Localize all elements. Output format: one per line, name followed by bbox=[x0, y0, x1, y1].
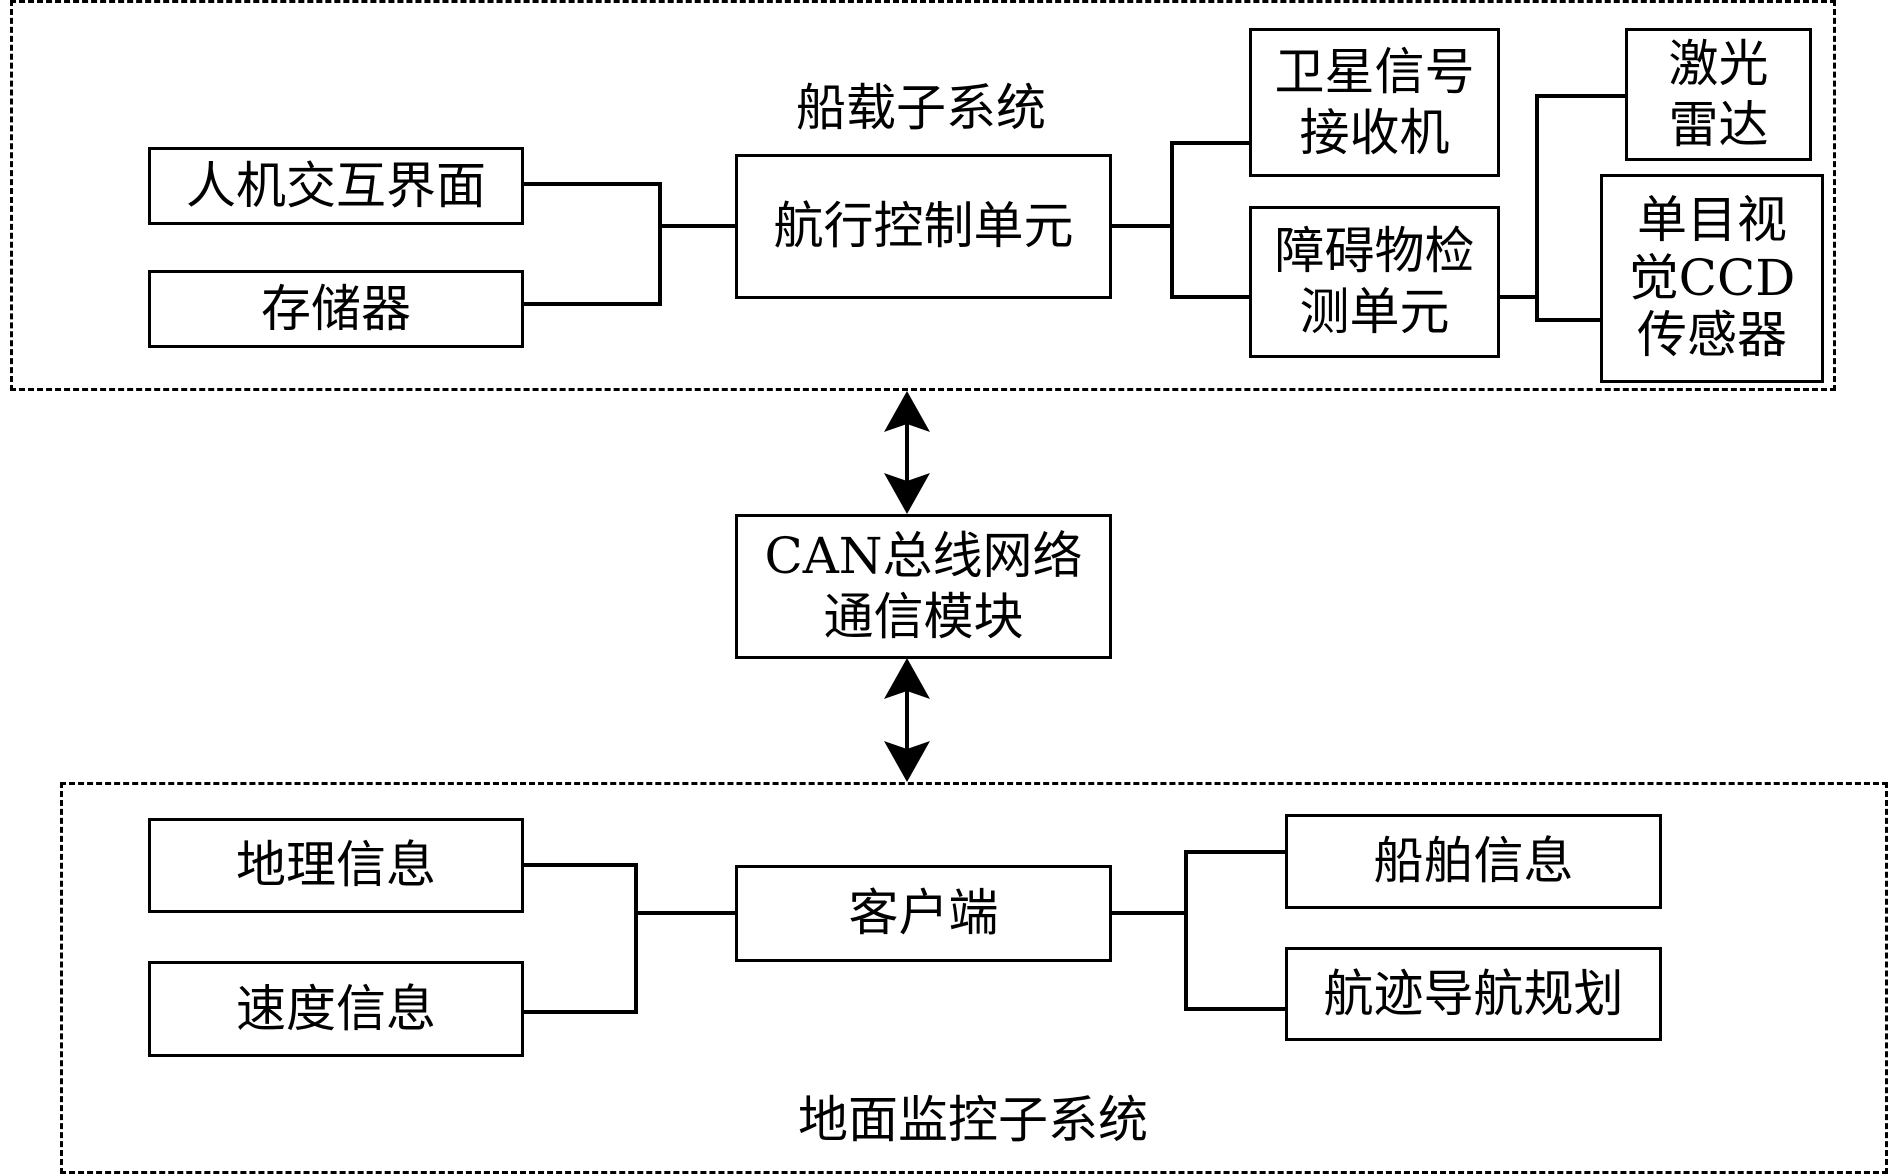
ground-subsystem-group bbox=[60, 782, 1888, 1174]
arrowhead-down-ground bbox=[884, 741, 930, 782]
nav-control-box: 航行控制单元 bbox=[735, 154, 1112, 299]
line-lidar-ccd-bracket bbox=[1535, 94, 1625, 322]
lidar-label-line2: 雷达 bbox=[1668, 95, 1769, 154]
can-bus-module-box: CAN总线网络 通信模块 bbox=[735, 514, 1112, 659]
can-label-line2: 通信模块 bbox=[823, 587, 1024, 646]
gnss-label-line2: 接收机 bbox=[1299, 103, 1450, 162]
gnss-label-line1: 卫星信号 bbox=[1274, 42, 1475, 101]
line-gnss-obstacle-bracket bbox=[1170, 141, 1249, 299]
ship-info-label: 船舶信息 bbox=[1373, 832, 1574, 890]
ccd-label-line1: 单目视 bbox=[1637, 191, 1787, 250]
obstacle-label-line2: 测单元 bbox=[1299, 283, 1450, 341]
track-plan-label: 航迹导航规划 bbox=[1323, 964, 1624, 1023]
line-hmi-to-bus bbox=[523, 182, 662, 306]
shipboard-title: 船载子系统 bbox=[796, 79, 1046, 137]
storage-box: 存储器 bbox=[148, 270, 524, 348]
shipboard-subsystem-group bbox=[10, 0, 1836, 391]
geo-info-label: 地理信息 bbox=[236, 836, 436, 894]
client-box: 客户端 bbox=[735, 865, 1112, 962]
hmi-box: 人机交互界面 bbox=[148, 147, 524, 225]
ccd-sensor-box: 单目视 觉CCD 传感器 bbox=[1600, 174, 1824, 383]
client-label: 客户端 bbox=[848, 884, 999, 942]
speed-info-label: 速度信息 bbox=[236, 979, 436, 1038]
ccd-label-line3: 传感器 bbox=[1637, 306, 1787, 365]
lidar-label-line1: 激光 bbox=[1668, 34, 1769, 93]
obstacle-label-line1: 障碍物检 bbox=[1274, 222, 1475, 280]
obstacle-detection-box: 障碍物检 测单元 bbox=[1249, 206, 1500, 358]
nav-control-label: 航行控制单元 bbox=[773, 197, 1074, 255]
arrowhead-up-shipboard bbox=[884, 391, 930, 432]
ship-info-box: 船舶信息 bbox=[1285, 814, 1662, 909]
gnss-receiver-box: 卫星信号 接收机 bbox=[1249, 28, 1500, 177]
line-geo-speed-bracket bbox=[523, 863, 638, 1014]
can-label-line1: CAN总线网络 bbox=[764, 526, 1083, 585]
line-shipinfo-trackplan-bracket bbox=[1184, 850, 1285, 1011]
storage-label: 存储器 bbox=[261, 279, 411, 338]
arrowhead-up-can bbox=[884, 658, 930, 699]
arrowhead-down-can bbox=[884, 473, 930, 514]
ccd-label-line2: 觉CCD bbox=[1628, 248, 1796, 307]
hmi-label: 人机交互界面 bbox=[186, 156, 486, 215]
track-plan-box: 航迹导航规划 bbox=[1285, 947, 1662, 1041]
lidar-box: 激光 雷达 bbox=[1625, 28, 1812, 161]
geo-info-box: 地理信息 bbox=[148, 818, 524, 913]
speed-info-box: 速度信息 bbox=[148, 961, 524, 1057]
ground-title: 地面监控子系统 bbox=[798, 1091, 1148, 1149]
